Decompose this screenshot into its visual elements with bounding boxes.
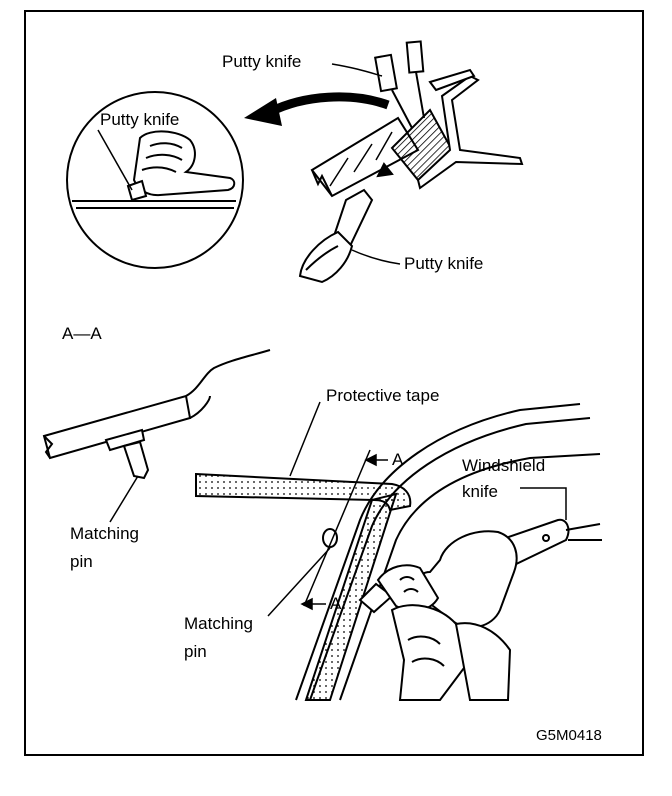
- detail-circle: [66, 91, 244, 269]
- label-section-marker-bottom: A: [330, 594, 342, 613]
- transfer-arrow: [244, 92, 390, 126]
- label-protective-tape: Protective tape: [326, 386, 440, 405]
- label-section-marker-top: A: [392, 450, 404, 469]
- windshield-corner: [195, 403, 601, 701]
- label-section: A—A: [62, 324, 102, 343]
- leader-protective-tape: [289, 401, 321, 477]
- label-windshield-knife-1: Windshield: [462, 456, 546, 475]
- leader-windshield-knife: [520, 487, 567, 520]
- leader-lines-top: [331, 63, 401, 265]
- figure-code: G5M0418: [536, 727, 602, 744]
- section-arrows: [300, 453, 388, 611]
- leader-matching-pin-right: [267, 547, 331, 617]
- leader-matching-pin-left: [109, 475, 139, 523]
- label-putty-knife-circle: Putty knife: [100, 110, 180, 129]
- windshield-knife-hands: [358, 518, 602, 701]
- putty-knife-hand: [298, 188, 374, 284]
- molding-assembly: [310, 40, 524, 198]
- section-trim: [42, 349, 271, 480]
- label-putty-knife-top: Putty knife: [222, 52, 302, 71]
- label-matching-pin-left-1: Matching: [70, 524, 139, 543]
- label-windshield-knife-2: knife: [462, 482, 498, 501]
- label-matching-pin-right-2: pin: [184, 642, 207, 661]
- figure-frame: [24, 10, 644, 756]
- label-matching-pin-right-1: Matching: [184, 614, 253, 633]
- label-matching-pin-left-2: pin: [70, 552, 93, 571]
- label-putty-knife-bottom: Putty knife: [404, 254, 484, 273]
